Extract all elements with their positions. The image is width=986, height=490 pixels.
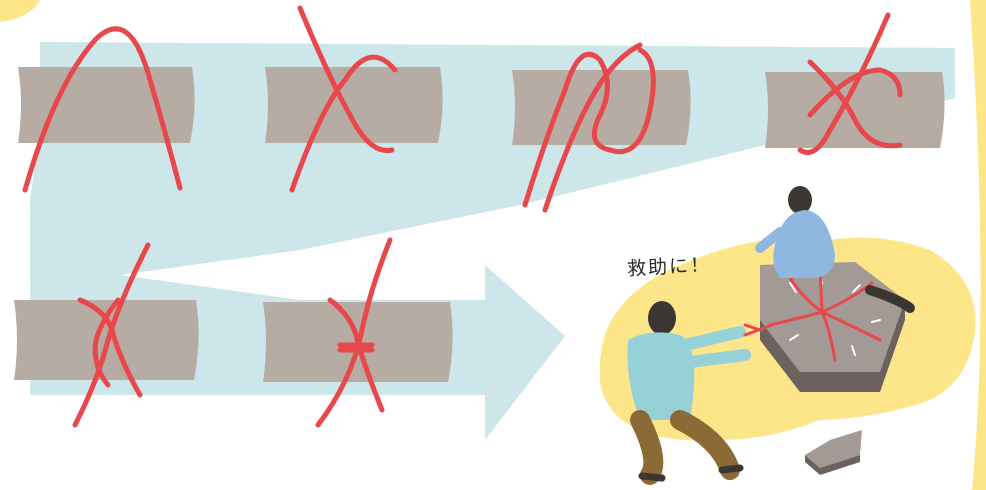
- person-bottom: [627, 301, 774, 485]
- knot-step-4: [765, 12, 945, 155]
- knot-step-3: [512, 42, 691, 213]
- person-top: [755, 186, 915, 313]
- rope-knot-step-1-icon: [22, 26, 183, 193]
- knot-step-5: [14, 242, 199, 428]
- small-rock: [805, 430, 862, 468]
- rope-knot-step-4-icon: [797, 12, 903, 155]
- log: [265, 67, 443, 143]
- rope-knot-step-2-icon: [289, 5, 398, 193]
- rope-knot-step-6-icon: [315, 237, 393, 428]
- rope-knot-step-5-icon: [72, 242, 151, 428]
- knot-step-2: [265, 5, 443, 193]
- speech-caption: 救助に！: [626, 253, 712, 281]
- knot-step-1: [18, 26, 195, 193]
- yellow-corner-accent: [0, 0, 40, 22]
- rope-knot-step-3-icon: [522, 42, 656, 213]
- yellow-edge-accent: [970, 0, 986, 490]
- knot-step-6: [263, 237, 453, 428]
